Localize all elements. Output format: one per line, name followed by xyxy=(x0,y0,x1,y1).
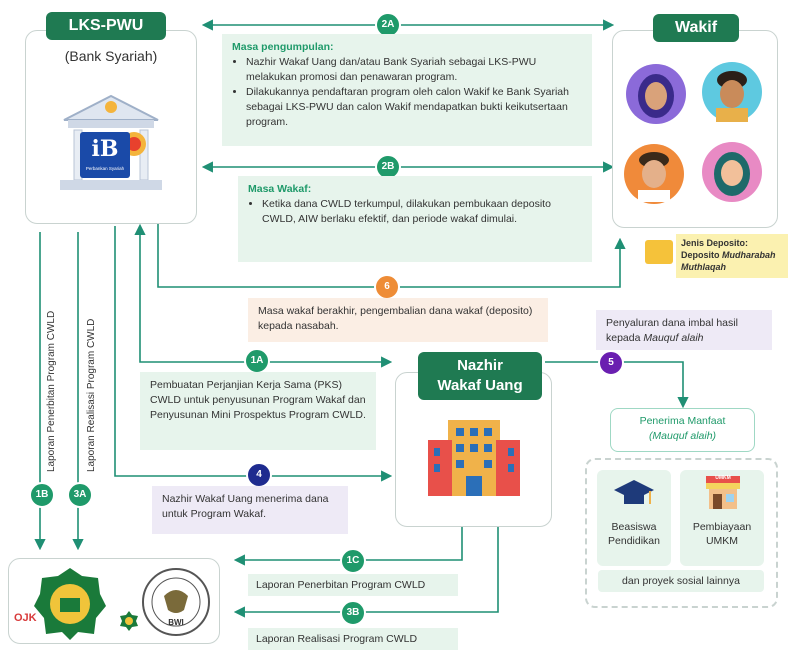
note-5: Penyaluran dana imbal hasil kepada Mauqu… xyxy=(596,310,772,350)
badge-1b: 1B xyxy=(29,482,55,508)
ib-logo xyxy=(80,132,130,178)
note-2b-bullet-1: Ketika dana CWLD terkumpul, dilakukan pe… xyxy=(262,197,582,227)
deposit-label: Jenis Deposito: xyxy=(681,238,749,248)
note-2a: Masa pengumpulan: Nazhir Wakaf Uang dan/… xyxy=(222,34,592,146)
bwi-logo-text: BWI xyxy=(168,618,184,627)
avatar-man-icon xyxy=(702,62,762,122)
arrow-1a xyxy=(134,223,393,368)
nazhir-building-icon xyxy=(428,420,520,496)
penerima-subtitle: (Mauquf alaih) xyxy=(648,430,717,442)
small-emblem-icon xyxy=(120,611,138,631)
badge-2a: 2A xyxy=(375,12,401,38)
vlabel-1b: Laporan Penerbitan Program CWLD xyxy=(46,310,57,472)
note-4: Nazhir Wakaf Uang menerima dana untuk Pr… xyxy=(152,486,348,534)
arrow-5 xyxy=(545,361,689,409)
badge-1a: 1A xyxy=(244,348,270,374)
note-2a-header: Masa pengumpulan: xyxy=(232,41,334,53)
badge-5: 5 xyxy=(598,350,624,376)
note-6: Masa wakaf berakhir, pengembalian dana w… xyxy=(248,298,548,342)
deposit-tag: Jenis Deposito: Deposito Mudharabah Muth… xyxy=(676,234,788,278)
lks-pwu-subtitle: (Bank Syariah) xyxy=(64,48,158,64)
ojk-logo-text: OJK xyxy=(14,612,37,624)
badge-1c: 1C xyxy=(340,548,366,574)
other-projects: dan proyek sosial lainnya xyxy=(598,570,764,592)
ib-logo-text: iB xyxy=(91,136,119,162)
store-sign-text: UMKM xyxy=(715,475,731,481)
penerima-title: Penerima Manfaat xyxy=(639,415,726,427)
penerima-dashed-box xyxy=(585,458,778,608)
note-1c: Laporan Penerbitan Program CWLD xyxy=(248,574,458,596)
badge-6: 6 xyxy=(374,274,400,300)
wakif-title: Wakif xyxy=(653,14,739,42)
beasiswa-label: Beasiswa Pendidikan xyxy=(608,521,660,547)
badge-3a: 3A xyxy=(67,482,93,508)
kemenag-emblem-icon xyxy=(34,568,106,640)
badge-3b: 3B xyxy=(340,600,366,626)
badge-4: 4 xyxy=(246,462,272,488)
bwi-emblem-icon xyxy=(142,568,210,636)
store-icon xyxy=(706,476,740,509)
deposit-value: Deposito Mudharabah Muthlaqah xyxy=(681,250,776,272)
arrow-3b xyxy=(233,525,499,618)
avatar-woman-pink-hijab-icon xyxy=(702,142,762,202)
wakif-avatars xyxy=(624,62,762,204)
note-3b: Laporan Realisasi Program CWLD xyxy=(248,628,458,650)
arrow-1c xyxy=(233,525,463,566)
note-2a-bullet-1: Nazhir Wakaf Uang dan/atau Bank Syariah … xyxy=(246,55,582,85)
vlabel-3a: Laporan Realisasi Program CWLD xyxy=(86,318,97,472)
avatar-man-smiling-icon xyxy=(624,144,684,204)
arrow-4 xyxy=(114,226,393,482)
lks-pwu-title: LKS-PWU xyxy=(46,12,166,40)
umkm-label: Pembiayaan UMKM xyxy=(692,521,752,547)
penerima-title-box: Penerima Manfaat (Mauquf alaih) xyxy=(610,408,755,452)
graduation-cap-icon xyxy=(614,480,654,504)
nazhir-title: Nazhir Wakaf Uang xyxy=(418,352,542,400)
note-1a: Pembuatan Perjanjian Kerja Sama (PKS) CW… xyxy=(140,372,376,450)
note-2b: Masa Wakaf: Ketika dana CWLD terkumpul, … xyxy=(238,176,592,262)
note-2a-bullet-2: Dilakukannya pendaftaran program oleh ca… xyxy=(246,85,582,130)
ib-logo-caption: Perbankan Syariah xyxy=(85,166,125,171)
folder-icon xyxy=(645,240,673,264)
avatar-woman-hijab-icon xyxy=(626,64,686,124)
note-2b-header: Masa Wakaf: xyxy=(248,183,312,195)
